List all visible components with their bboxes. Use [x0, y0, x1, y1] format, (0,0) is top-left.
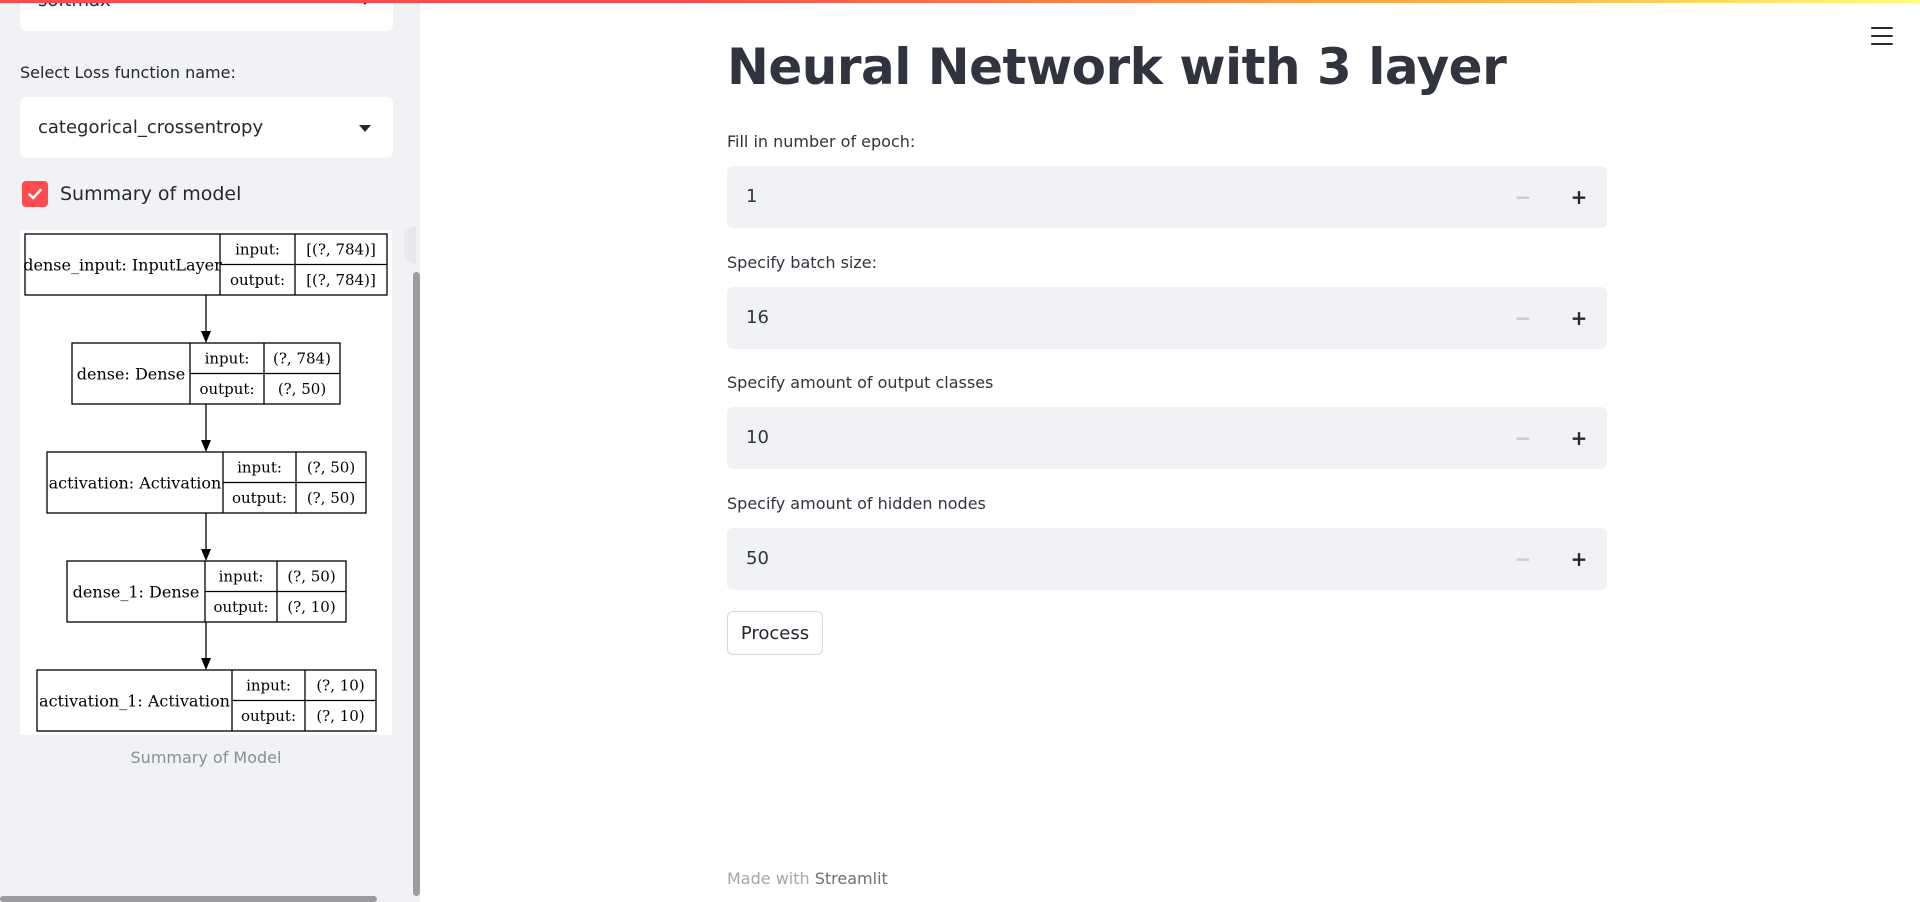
loss-select-label: Select Loss function name: [20, 63, 236, 82]
arrow-down-icon [201, 549, 211, 561]
output-classes-value[interactable]: 10 [746, 427, 769, 448]
layer-name: dense_input: InputLayer [23, 256, 222, 275]
port-label-output: output: [241, 707, 296, 725]
port-label-input: input: [235, 240, 280, 258]
epoch-value[interactable]: 1 [746, 186, 758, 207]
hidden-nodes-label: Specify amount of hidden nodes [727, 494, 986, 513]
sidebar-vertical-scrollbar[interactable] [413, 272, 420, 896]
layer-node: dense_input: InputLayer input: output: [(?,… [23, 233, 388, 296]
checkmark-icon[interactable] [22, 181, 48, 207]
input-shape: (?, 784) [273, 349, 331, 367]
output-shape: (?, 50) [278, 380, 326, 398]
input-shape: [(?, 784)] [306, 240, 376, 258]
layer-node: activation_1: Activation input: output: (?,… [36, 669, 377, 732]
arrow-down-icon [201, 658, 211, 670]
epoch-label: Fill in number of epoch: [727, 132, 916, 151]
port-label-input: input: [219, 567, 264, 585]
port-label-input: input: [205, 349, 250, 367]
input-shape: (?, 10) [316, 676, 364, 694]
hidden-nodes-value[interactable]: 50 [746, 548, 769, 569]
sidebar: softmax Select Loss function name: categ… [0, 0, 420, 902]
port-label-output: output: [199, 380, 254, 398]
loss-select[interactable]: categorical_crossentropy [20, 97, 393, 158]
port-label-input: input: [246, 676, 291, 694]
sidebar-collapse-handle[interactable] [404, 226, 416, 264]
layer-name: dense: Dense [77, 365, 185, 384]
layer-node: activation: Activation input: output: (?, 5… [46, 451, 367, 514]
output-classes-input[interactable]: 10 − + [727, 407, 1607, 469]
output-shape: (?, 10) [316, 707, 364, 725]
hidden-nodes-input[interactable]: 50 − + [727, 528, 1607, 590]
layer-name: activation: Activation [49, 474, 222, 493]
process-button[interactable]: Process [727, 611, 823, 655]
batch-size-value[interactable]: 16 [746, 307, 769, 328]
layer-node: dense: Dense input: output: (?, 784) (?, 50) [71, 342, 341, 405]
port-label-output: output: [232, 489, 287, 507]
activation-select-value: softmax [38, 0, 111, 11]
sidebar-horizontal-scrollbar[interactable] [0, 896, 377, 902]
footer-prefix: Made with [727, 869, 815, 888]
batch-size-increment-button[interactable]: + [1570, 306, 1588, 330]
epoch-input[interactable]: 1 − + [727, 166, 1607, 228]
caret-down-icon [359, 124, 371, 132]
summary-checkbox-label: Summary of model [60, 183, 242, 205]
model-summary-diagram: dense_input: InputLayer input: output: [(?,… [20, 230, 392, 735]
loss-select-value: categorical_crossentropy [38, 117, 264, 138]
batch-size-input[interactable]: 16 − + [727, 287, 1607, 349]
port-label-input: input: [237, 458, 282, 476]
activation-select[interactable]: softmax [20, 0, 393, 31]
batch-size-decrement-button[interactable]: − [1514, 306, 1532, 330]
layer-name: activation_1: Activation [39, 692, 230, 711]
output-shape: (?, 50) [307, 489, 355, 507]
model-summary-caption: Summary of Model [130, 748, 282, 767]
output-classes-decrement-button[interactable]: − [1514, 426, 1532, 450]
port-label-output: output: [213, 598, 268, 616]
output-shape: (?, 10) [287, 598, 335, 616]
input-shape: (?, 50) [287, 567, 335, 585]
top-decoration-bar [0, 0, 1920, 3]
hamburger-menu-icon[interactable] [1870, 24, 1894, 48]
port-label-output: output: [230, 271, 285, 289]
layer-node: dense_1: Dense input: output: (?, 50) (?, 10… [66, 560, 347, 623]
footer: Made with Streamlit [727, 869, 888, 888]
streamlit-link[interactable]: Streamlit [814, 869, 888, 888]
input-shape: (?, 50) [307, 458, 355, 476]
output-classes-increment-button[interactable]: + [1570, 426, 1588, 450]
hidden-nodes-increment-button[interactable]: + [1570, 547, 1588, 571]
arrow-down-icon [201, 440, 211, 452]
arrow-down-icon [201, 331, 211, 343]
output-shape: [(?, 784)] [306, 271, 376, 289]
epoch-decrement-button[interactable]: − [1514, 185, 1532, 209]
hidden-nodes-decrement-button[interactable]: − [1514, 547, 1532, 571]
batch-size-label: Specify batch size: [727, 253, 877, 272]
epoch-increment-button[interactable]: + [1570, 185, 1588, 209]
main-content: Neural Network with 3 layer Fill in numb… [420, 0, 1920, 902]
page-title: Neural Network with 3 layer [727, 38, 1507, 96]
output-classes-label: Specify amount of output classes [727, 373, 994, 392]
summary-checkbox[interactable]: Summary of model [22, 181, 241, 207]
layer-name: dense_1: Dense [73, 583, 200, 602]
